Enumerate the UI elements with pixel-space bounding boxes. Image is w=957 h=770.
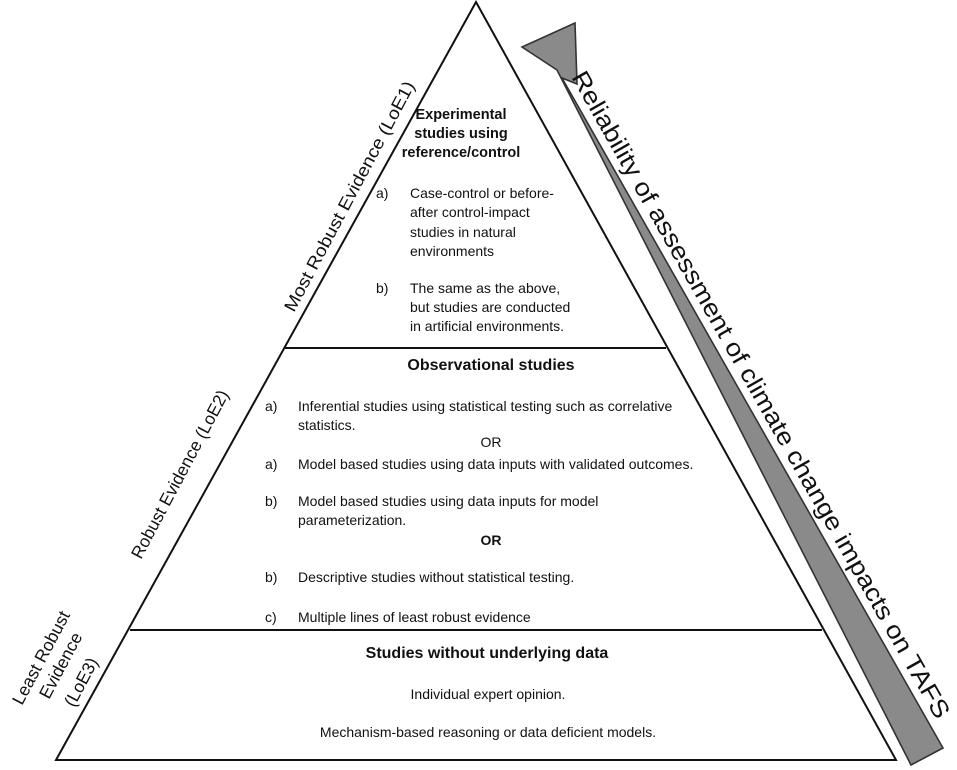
loe2-item-5-marker: c) — [265, 609, 277, 625]
loe1-title-line-3: reference/control — [402, 145, 520, 161]
loe1-tier: Experimental studies using reference/con… — [376, 107, 570, 334]
loe2-item-5-line-1: Multiple lines of least robust evidence — [298, 609, 531, 625]
loe2-item-4-marker: b) — [265, 569, 277, 585]
loe1-title-line-1: Experimental — [415, 107, 506, 123]
loe2-item-1-marker: a) — [265, 398, 277, 414]
pyramid-outline — [54, 0, 898, 761]
loe2-or-2: OR — [481, 532, 502, 548]
loe1-item-a-line-3: studies in natural — [410, 224, 516, 240]
loe3-tier: Studies without underlying data Individu… — [320, 645, 656, 740]
loe2-or-1: OR — [481, 434, 502, 450]
loe2-title: Observational studies — [407, 357, 574, 374]
loe1-title-line-2: studies using — [414, 126, 507, 142]
loe2-item-2-line-1: Model based studies using data inputs wi… — [298, 456, 693, 472]
loe2-item-4-line-1: Descriptive studies without statistical … — [298, 569, 574, 585]
loe1-item-b-marker: b) — [376, 280, 388, 296]
loe1-item-a-line-2: after control-impact — [410, 204, 530, 220]
loe2-item-3-line-1: Model based studies using data inputs fo… — [298, 493, 598, 509]
loe2-tier: Observational studies a) Inferential stu… — [265, 357, 693, 625]
loe2-item-2-marker: a) — [265, 456, 277, 472]
loe1-item-a-marker: a) — [376, 185, 388, 201]
loe2-item-1-line-1: Inferential studies using statistical te… — [298, 398, 673, 414]
loe1-item-b-line-1: The same as the above, — [410, 280, 560, 296]
loe3-line-1: Individual expert opinion. — [411, 686, 566, 702]
reliability-arrow — [520, 21, 945, 767]
loe3-line-2: Mechanism-based reasoning or data defici… — [320, 724, 656, 740]
loe2-item-3-marker: b) — [265, 493, 277, 509]
loe1-item-b-line-2: but studies are conducted — [410, 299, 570, 315]
loe2-item-3-line-2: parameterization. — [298, 512, 406, 528]
loe1-item-b-line-3: in artificial environments. — [410, 318, 564, 334]
loe1-item-a-line-1: Case-control or before- — [410, 185, 554, 201]
loe2-item-1-line-2: statistics. — [298, 417, 356, 433]
loe3-side-label: Least Robust Evidence (LoE3) — [8, 607, 102, 710]
loe3-title: Studies without underlying data — [366, 645, 609, 662]
loe1-item-a-line-4: environments — [410, 243, 494, 259]
